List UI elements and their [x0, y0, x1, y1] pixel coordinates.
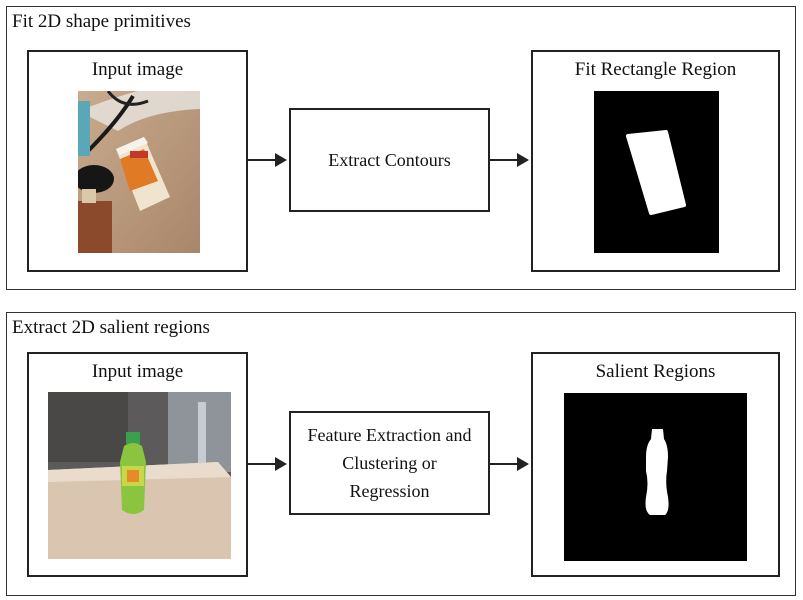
output-salient-box: Salient Regions: [531, 352, 780, 577]
arrow-extract-to-output: [490, 153, 529, 167]
extract-contours-box: Extract Contours: [289, 108, 490, 212]
extract-contours-label: Extract Contours: [328, 150, 451, 170]
input-photo-bottle: [48, 392, 231, 559]
panel-title: Fit 2D shape primitives: [12, 11, 191, 32]
salient-region-mask: [564, 393, 747, 561]
feature-extraction-label: Feature Extraction and Clustering or Reg…: [291, 421, 488, 505]
input-photo-juice-box: [78, 91, 200, 253]
input-image-box: Input image: [27, 50, 248, 272]
input-image-label: Input image: [91, 59, 184, 80]
output-rectangle-box: Fit Rectangle Region: [531, 50, 780, 272]
feature-extraction-line-2: Clustering or: [342, 453, 437, 473]
arrow-input-to-feature: [248, 457, 287, 471]
input-image-label: Input image: [91, 361, 184, 382]
input-image-box: Input image: [27, 352, 248, 577]
arrow-input-to-extract: [248, 153, 287, 167]
panel-title: Extract 2D salient regions: [12, 317, 210, 338]
feature-extraction-line-1: Feature Extraction and: [307, 425, 472, 445]
rectangle-region-mask: [594, 91, 719, 253]
arrow-feature-to-output: [490, 457, 529, 471]
feature-extraction-box: Feature Extraction and Clustering or Reg…: [289, 411, 490, 515]
output-salient-label: Salient Regions: [595, 361, 716, 382]
output-rectangle-label: Fit Rectangle Region: [574, 59, 737, 80]
feature-extraction-line-3: Regression: [349, 481, 430, 501]
